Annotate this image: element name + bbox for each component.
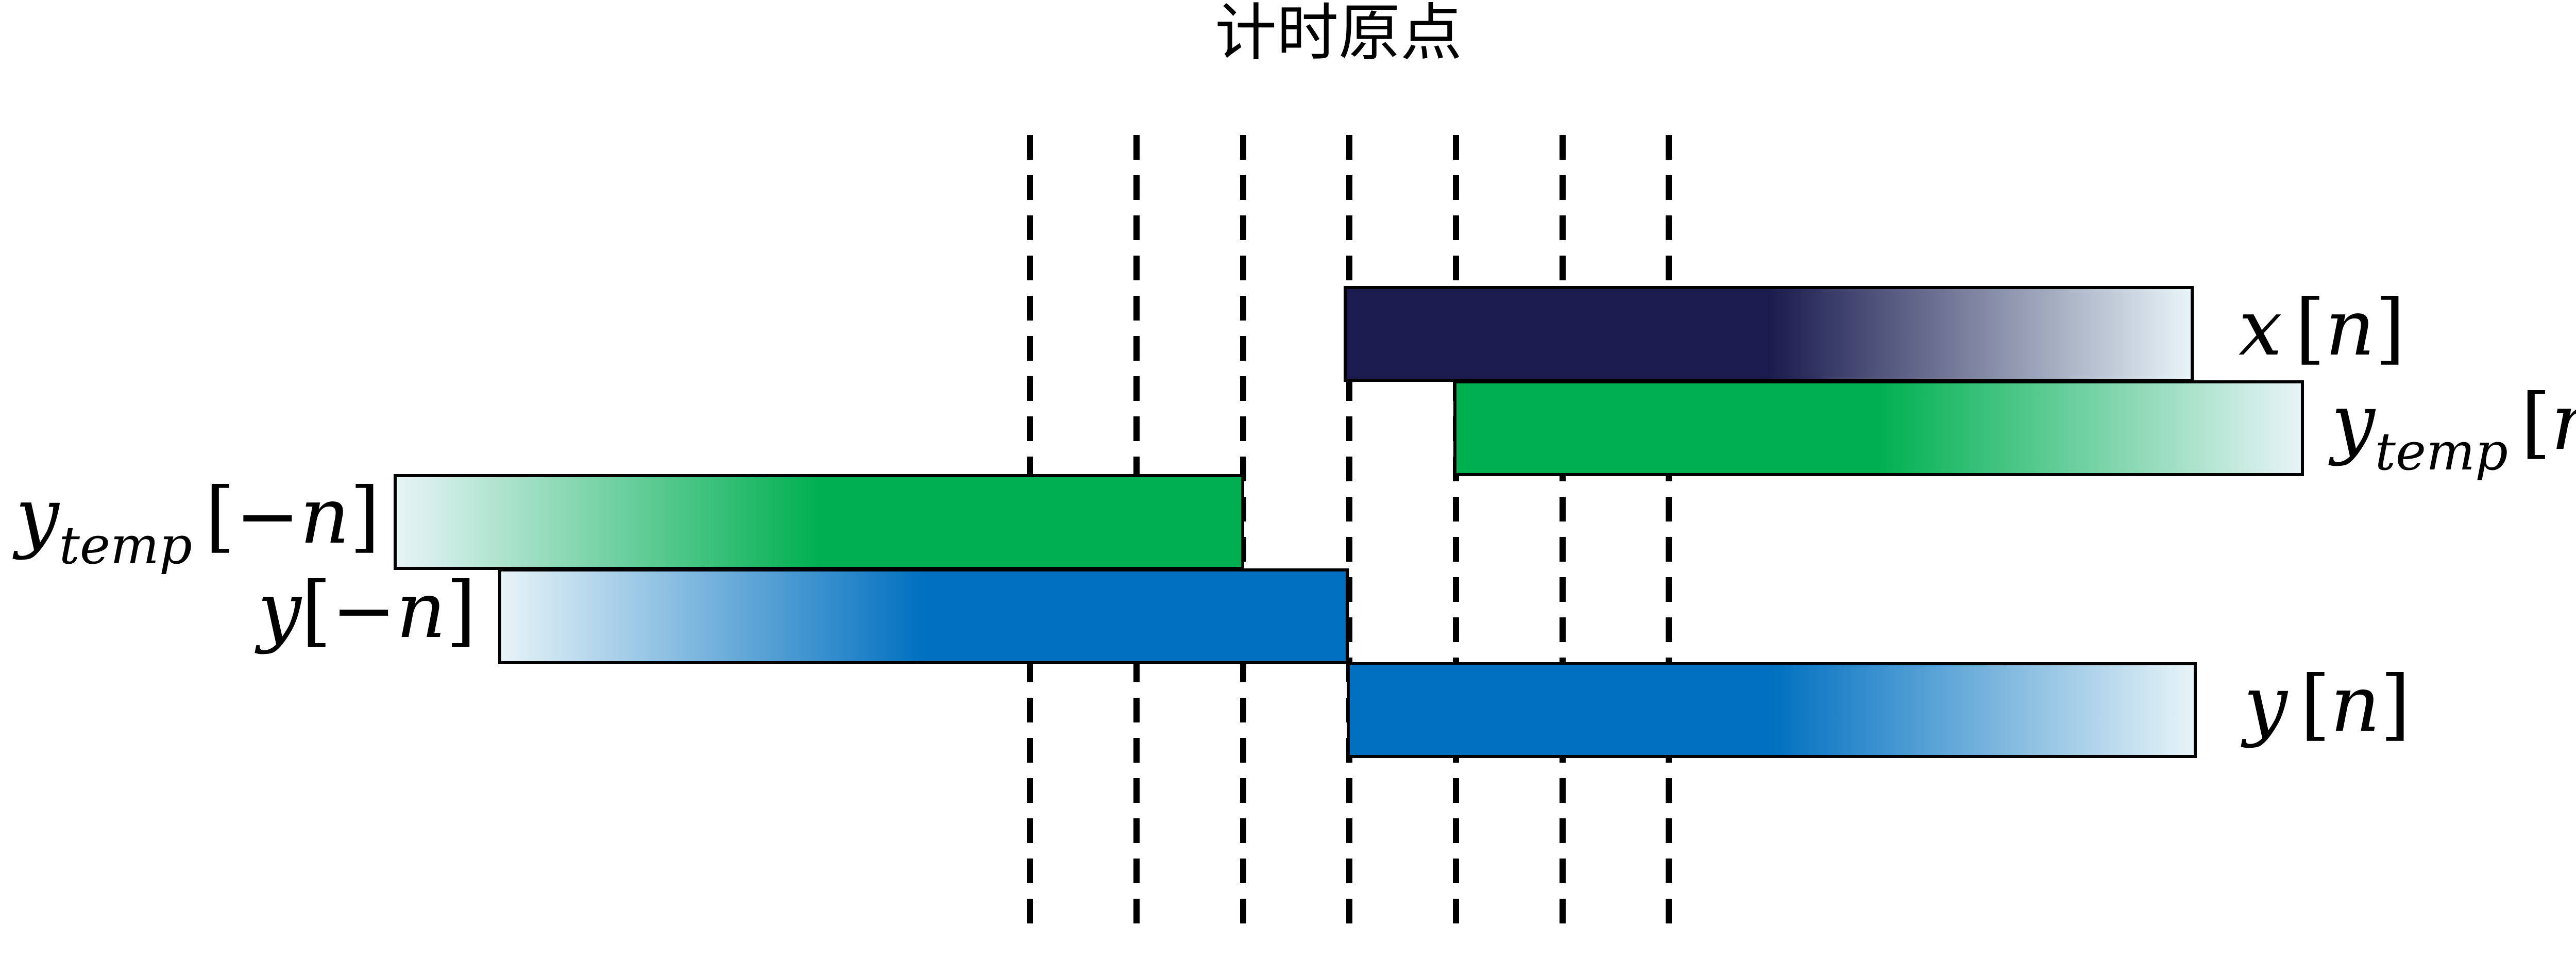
bar-y-n xyxy=(1347,662,2197,758)
label-y-neg-n: y[−n] xyxy=(255,566,476,655)
bar-ytemp-neg-n xyxy=(394,474,1244,570)
label-x-n: x[n] xyxy=(2239,283,2405,373)
signal-bars xyxy=(394,286,2304,758)
label-ytemp-n: ytemp[n] xyxy=(2328,378,2576,482)
signal-labels: x[n]ytemp[n] ytemp[−n]y[−n] y[n] xyxy=(12,283,2576,749)
label-ytemp-neg-n: ytemp[−n] xyxy=(12,472,380,576)
bar-y-neg-n xyxy=(498,568,1349,664)
time-origin-title: 计时原点 xyxy=(1215,0,1462,69)
time-gridlines xyxy=(1027,135,1672,935)
bar-ytemp-n xyxy=(1453,380,2304,476)
label-y-n: y[n] xyxy=(2241,660,2410,749)
bar-x-n xyxy=(1344,286,2194,382)
